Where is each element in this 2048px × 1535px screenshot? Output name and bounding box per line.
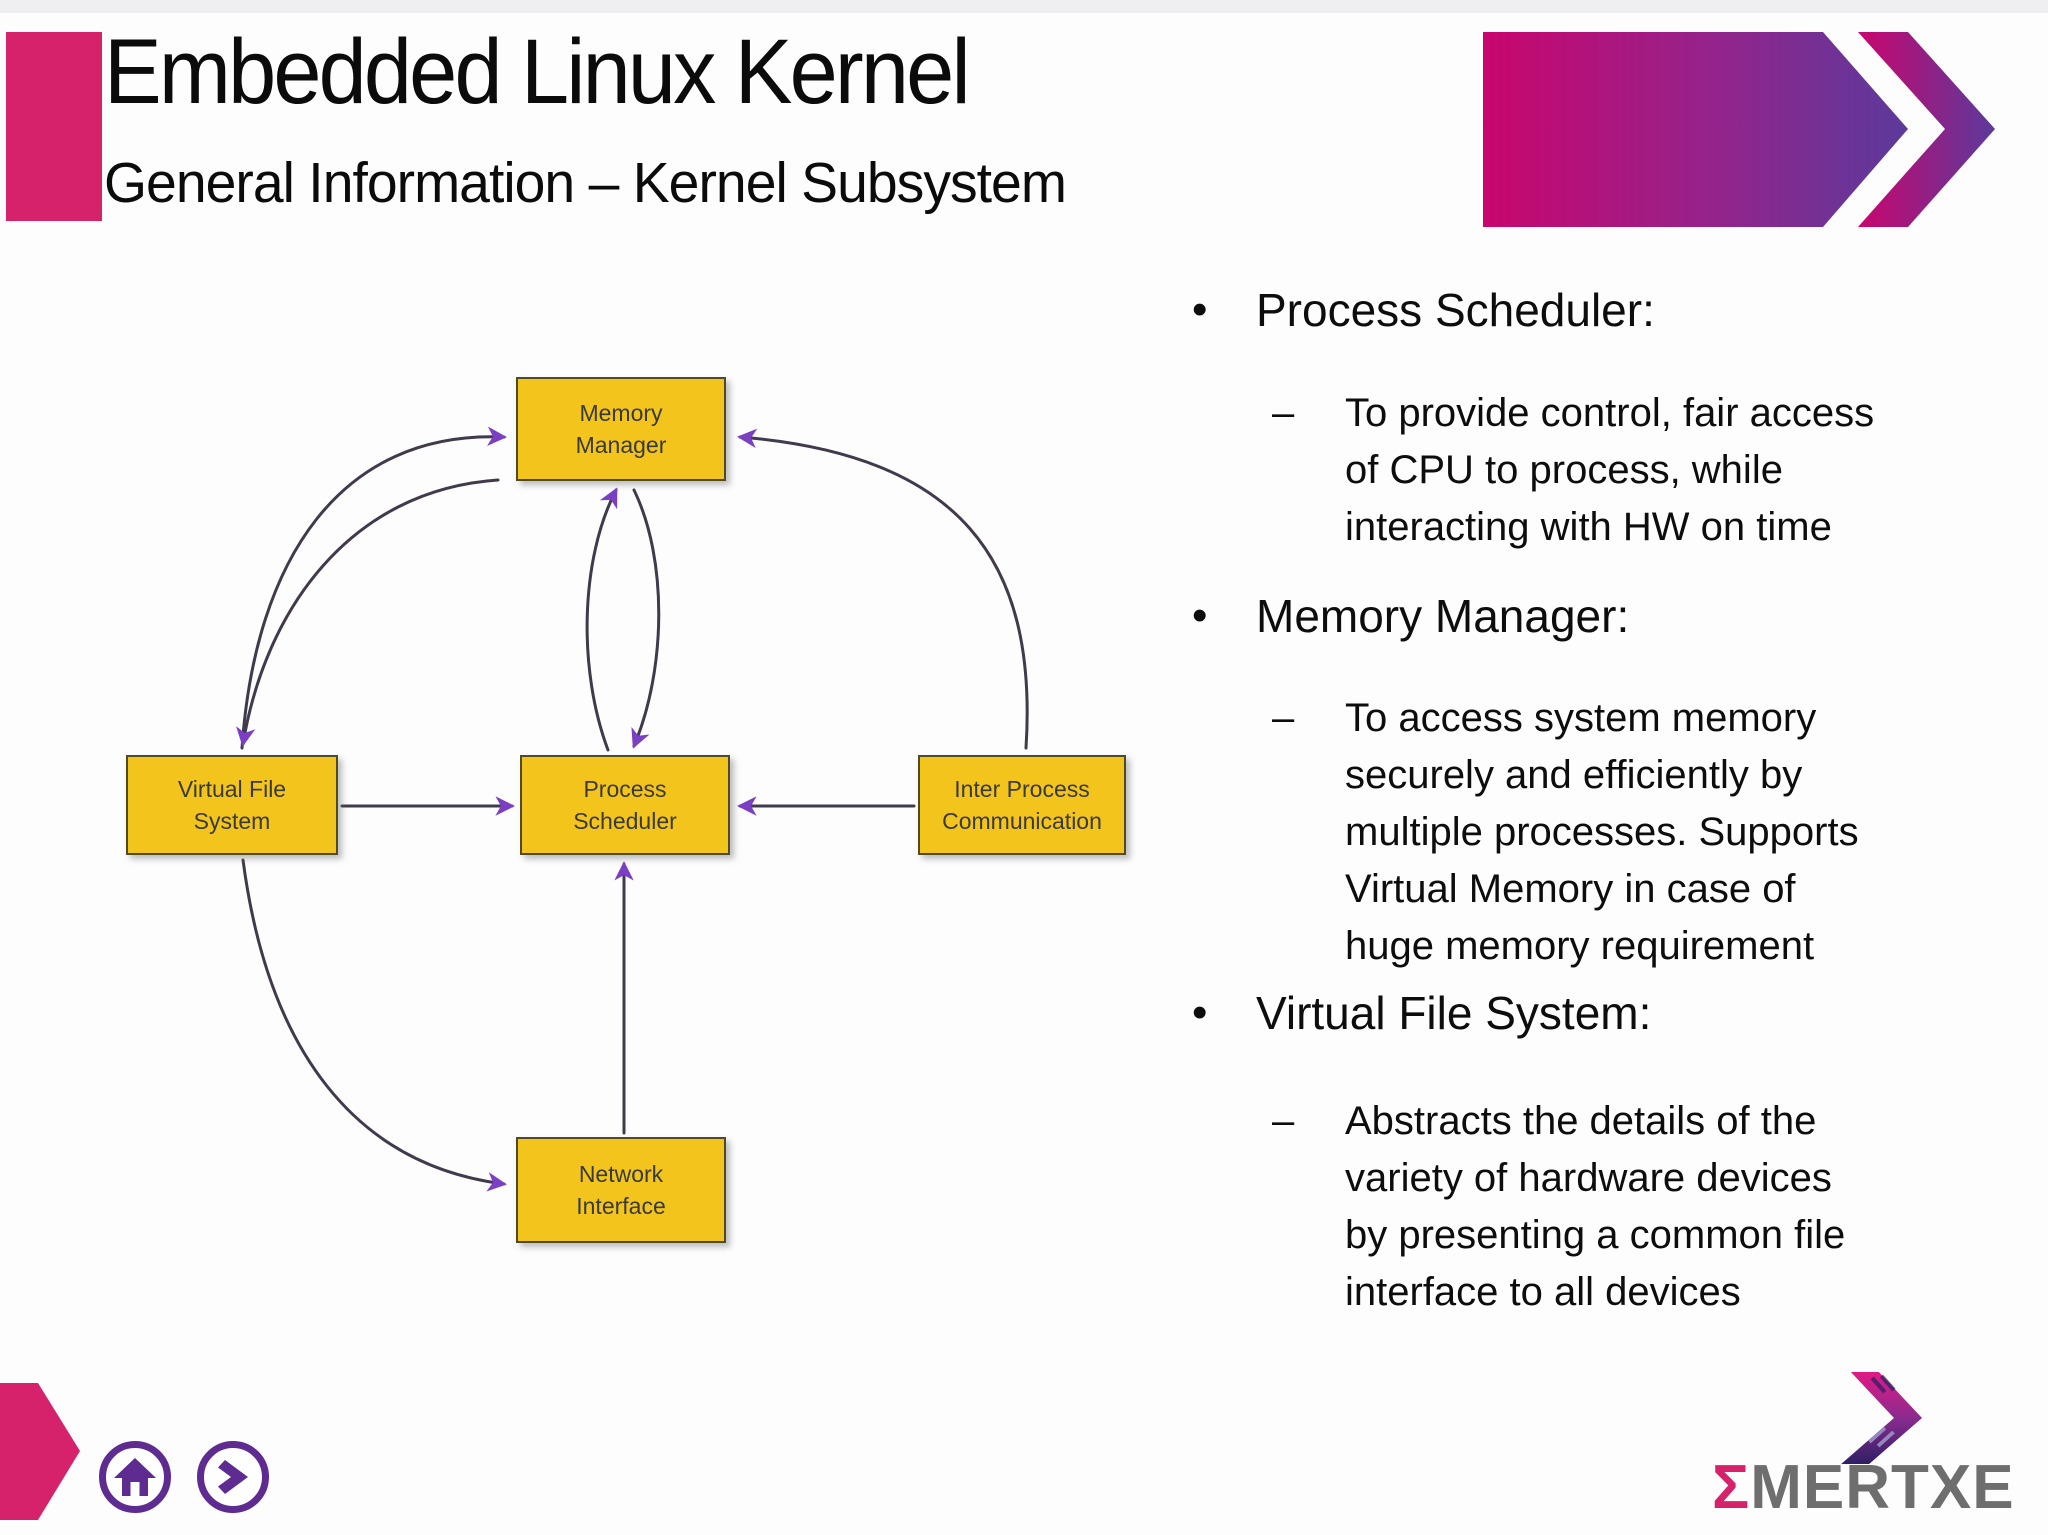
- logo-wordmark: ΣMERTXE: [1712, 1452, 2015, 1523]
- next-button[interactable]: [197, 1441, 269, 1513]
- subbullet-memory-manager: – To access system memory securely and e…: [1272, 690, 2005, 975]
- bullet-virtual-file-system: • Virtual File System:: [1192, 985, 1651, 1041]
- edge-ipc-to-mm: [737, 428, 1029, 750]
- subbullet-marker: –: [1272, 1099, 1295, 1143]
- header-big-arrow: [1483, 32, 1908, 227]
- page-subtitle: General Information – Kernel Subsystem: [104, 151, 1067, 215]
- subbullet-marker: –: [1272, 696, 1295, 740]
- footer-accent-pentagon: [0, 1383, 80, 1520]
- home-icon: [114, 1458, 156, 1496]
- node-memory-manager: Memory Manager: [516, 377, 726, 481]
- subbullet-process-scheduler: – To provide control, fair access of CPU…: [1272, 385, 2005, 556]
- page-title: Embedded Linux Kernel: [104, 21, 971, 123]
- header-arrow-graphic: [1483, 32, 1995, 227]
- bullet-heading: Memory Manager:: [1256, 590, 1630, 642]
- subbullet-virtual-file-system: – Abstracts the details of the variety o…: [1272, 1093, 2005, 1321]
- home-button[interactable]: [99, 1441, 171, 1513]
- edge-vfs-to-mm: [240, 426, 507, 750]
- subbullet-text: To access system memory securely and eff…: [1345, 696, 1859, 968]
- header-chevron: [1858, 32, 1995, 227]
- node-network-interface: Network Interface: [516, 1137, 726, 1243]
- subbullet-text: Abstracts the details of the variety of …: [1345, 1099, 1846, 1314]
- bullet-marker: •: [1192, 988, 1208, 1037]
- edge-mm-to-vfs: [236, 478, 500, 747]
- node-inter-process-communication: Inter Process Communication: [918, 755, 1126, 855]
- logo-name: MERTXE: [1750, 1453, 2015, 1522]
- top-edge-strip: [0, 0, 2048, 13]
- subbullet-text: To provide control, fair access of CPU t…: [1345, 391, 1875, 549]
- bullet-marker: •: [1192, 591, 1208, 640]
- bullet-marker: •: [1192, 285, 1208, 334]
- edge-ps-to-mm: [585, 487, 618, 752]
- subbullet-marker: –: [1272, 391, 1295, 435]
- edge-mm-to-ps: [631, 488, 661, 749]
- bullet-heading: Virtual File System:: [1256, 987, 1652, 1039]
- title-accent-bar: [6, 32, 102, 221]
- edge-vfs-to-ni: [241, 858, 507, 1192]
- bullet-heading: Process Scheduler:: [1256, 284, 1655, 336]
- node-virtual-file-system: Virtual File System: [126, 755, 338, 855]
- bullet-memory-manager: • Memory Manager:: [1192, 588, 1629, 644]
- chevron-right-icon: [218, 1460, 248, 1494]
- logo-chevron-icon: [1841, 1372, 1922, 1464]
- bullet-process-scheduler: • Process Scheduler:: [1192, 282, 1655, 338]
- node-process-scheduler: Process Scheduler: [520, 755, 730, 855]
- logo-sigma: Σ: [1712, 1453, 1751, 1522]
